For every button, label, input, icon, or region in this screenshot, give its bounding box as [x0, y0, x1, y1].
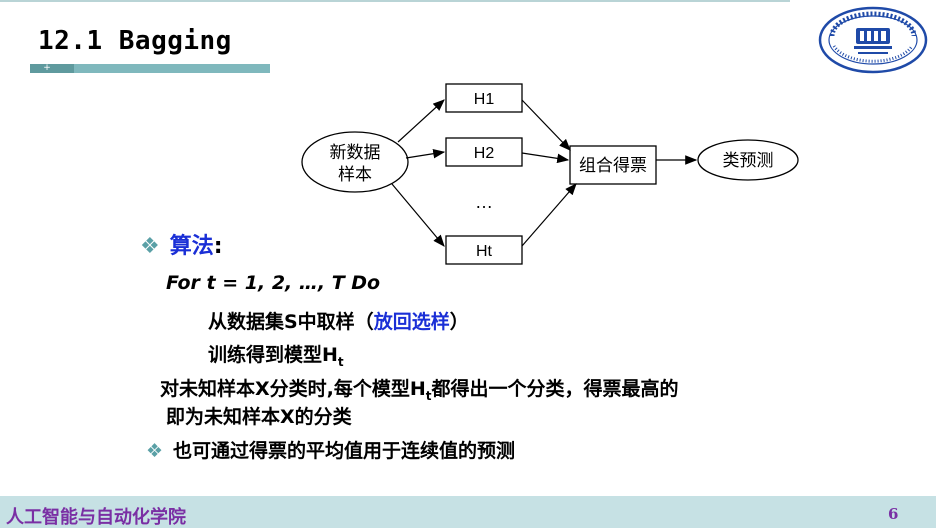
title-underline-light — [74, 64, 270, 73]
step-sample: 从数据集S中取样（放回选样） — [208, 307, 469, 334]
classify-text-part1: 对未知样本X分类时,每个模型H — [160, 378, 426, 400]
output-node — [697, 139, 799, 181]
bullet-diamond-icon: ❖ — [140, 234, 160, 259]
algorithm-heading: ❖ 算法: — [140, 228, 223, 260]
footer-institute: 人工智能与自动化学院 — [6, 507, 186, 528]
bagging-diagram: 新数据 样本 H1 H2 … Ht 组合得票 类预测 — [301, 83, 799, 265]
arrow-input-h2 — [405, 148, 446, 159]
combine-label: 组合得票 — [579, 156, 647, 176]
classify-line-1: 对未知样本X分类时,每个模型Ht都得出一个分类，得票最高的 — [160, 374, 679, 403]
step-sample-highlight: 放回选样 — [373, 311, 450, 333]
top-rule — [0, 0, 790, 2]
title-underline-dark — [30, 64, 74, 73]
step-sample-prefix: 从数据集S中取样（ — [208, 311, 374, 333]
arrow-input-h1 — [397, 99, 445, 143]
step-train-text: 训练得到模型H — [208, 344, 338, 366]
university-seal-logo — [818, 6, 928, 74]
continuous-value-text: 也可通过得票的平均值用于连续值的预测 — [173, 440, 516, 462]
slide-title: 12.1 Bagging — [38, 26, 232, 56]
page-number: 6 — [888, 505, 899, 523]
arrow-h1-combine — [521, 99, 571, 151]
arrow-ht-combine — [521, 183, 577, 247]
model-node-h2 — [445, 137, 523, 167]
step-train: 训练得到模型Ht — [208, 340, 344, 369]
arrow-h2-combine — [521, 152, 570, 164]
footer-bar — [0, 496, 936, 528]
step-train-subscript: t — [337, 354, 344, 369]
model-node-ht — [445, 235, 523, 265]
arrow-input-ht — [391, 183, 445, 247]
algorithm-colon: : — [213, 234, 223, 259]
model-ellipsis: … — [475, 192, 493, 212]
continuous-value-bullet: ❖ 也可通过得票的平均值用于连续值的预测 — [146, 436, 515, 463]
model-label-h1: H1 — [474, 91, 495, 108]
model-label-ht: Ht — [476, 243, 493, 260]
for-loop-line: For t = 1, 2, …, T Do — [166, 272, 381, 294]
bullet-diamond-icon: ❖ — [146, 440, 164, 462]
model-node-h1 — [445, 83, 523, 113]
model-label-h2: H2 — [474, 145, 495, 162]
input-label-line1: 新数据 — [330, 143, 381, 163]
input-label-line2: 样本 — [338, 165, 372, 185]
algorithm-label: 算法 — [169, 234, 214, 259]
classify-subscript: t — [425, 388, 432, 403]
output-label: 类预测 — [723, 151, 774, 171]
combine-node — [569, 145, 657, 185]
input-node — [301, 131, 409, 193]
classify-line-2: 即为未知样本X的分类 — [166, 406, 352, 428]
step-sample-suffix: ） — [449, 311, 469, 333]
title-bar-mark: + — [43, 63, 51, 73]
classify-text-part2: 都得出一个分类，得票最高的 — [431, 378, 679, 400]
